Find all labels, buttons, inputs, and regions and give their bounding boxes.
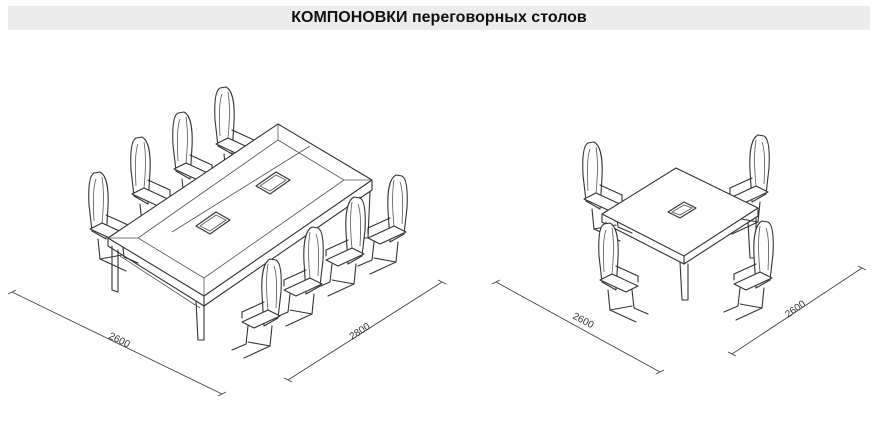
dimension-label: 2600 — [783, 298, 808, 320]
large-table-layout: 2600 2800 — [7, 86, 447, 397]
dimension-label: 2800 — [348, 321, 373, 343]
dimension-width: 2600 — [491, 279, 665, 375]
small-table-layout: 2600 2600 — [491, 135, 867, 375]
dimension-width: 2600 — [7, 289, 227, 397]
dimension-label: 2600 — [107, 331, 132, 351]
dimension-length: 2800 — [283, 279, 447, 383]
chair — [88, 171, 139, 272]
chair — [232, 259, 281, 358]
title-bar: КОМПОНОВКИ переговорных столов — [8, 6, 870, 30]
small-table — [601, 167, 759, 301]
chair — [598, 222, 649, 323]
dimension-label: 2600 — [571, 311, 596, 331]
page-title: КОМПОНОВКИ переговорных столов — [291, 9, 587, 26]
